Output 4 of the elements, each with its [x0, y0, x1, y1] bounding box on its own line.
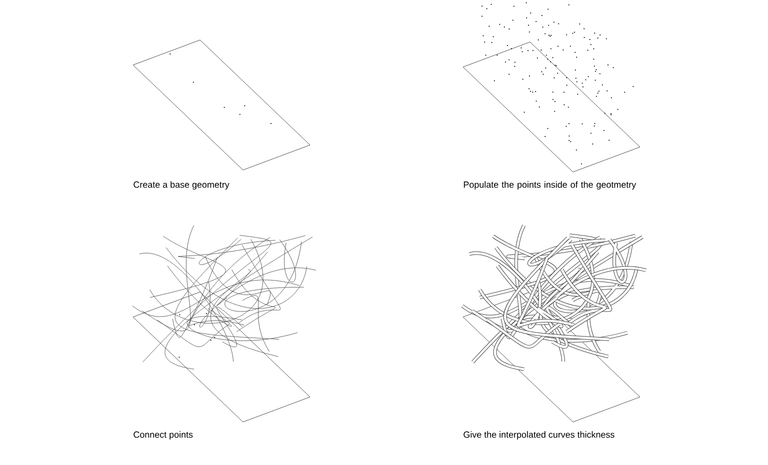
caption: Create a base geometry	[134, 181, 230, 190]
caption: Give the interpolated curves thickness	[464, 431, 614, 440]
caption: Connect points	[134, 431, 193, 440]
caption: Populate the points inside of the geotmetry	[464, 181, 636, 190]
